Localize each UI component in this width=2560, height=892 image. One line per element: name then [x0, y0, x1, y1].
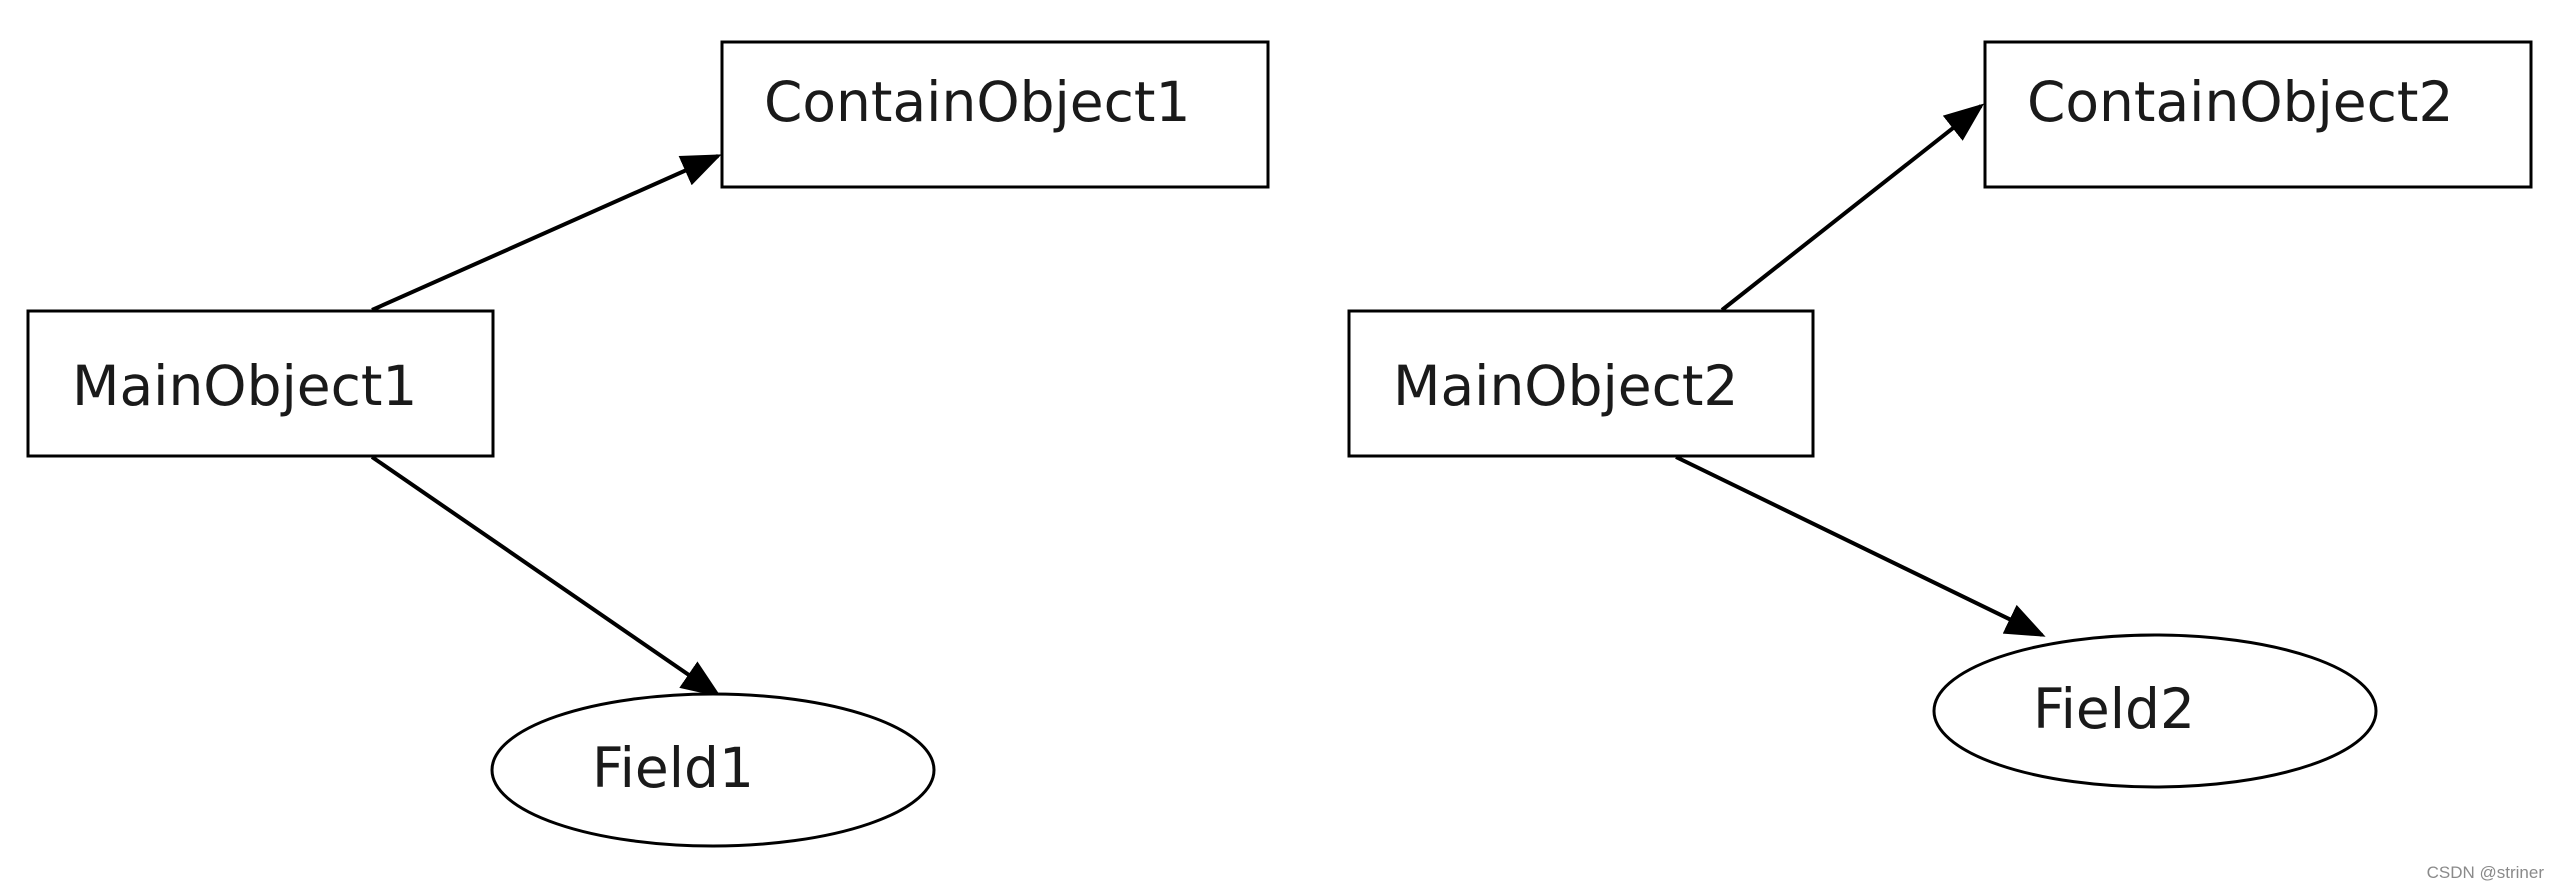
node-contain-object-2-label: ContainObject2: [2027, 70, 2453, 134]
node-contain-object-1: ContainObject1: [720, 40, 1270, 189]
node-field-2: Field2: [1932, 633, 2378, 789]
node-contain-object-2-box: [1983, 40, 2533, 189]
node-field-1: Field1: [490, 692, 936, 848]
node-contain-object-1-box: [720, 40, 1270, 189]
edge-main2-to-contain2: [1720, 103, 1985, 312]
node-field-1-ellipse: [490, 692, 936, 848]
node-main-object-1: MainObject1: [26, 309, 495, 458]
node-main-object-1-box: [26, 309, 495, 458]
watermark: CSDN @striner: [2427, 863, 2545, 882]
node-field-2-ellipse: [1932, 633, 2378, 789]
node-main-object-2-label: MainObject2: [1393, 354, 1738, 418]
edge-main1-to-field1: [370, 455, 722, 698]
node-contain-object-2: ContainObject2: [1983, 40, 2533, 189]
edge-main1-to-contain1: [371, 154, 722, 312]
node-main-object-2-box: [1347, 309, 1815, 458]
node-main-object-1-label: MainObject1: [72, 354, 417, 418]
node-field-1-label: Field1: [592, 736, 754, 800]
edge-main2-to-field2: [1675, 455, 2046, 637]
node-field-2-label: Field2: [2033, 677, 2195, 741]
node-main-object-2: MainObject2: [1347, 309, 1815, 458]
node-contain-object-1-label: ContainObject1: [764, 70, 1190, 134]
